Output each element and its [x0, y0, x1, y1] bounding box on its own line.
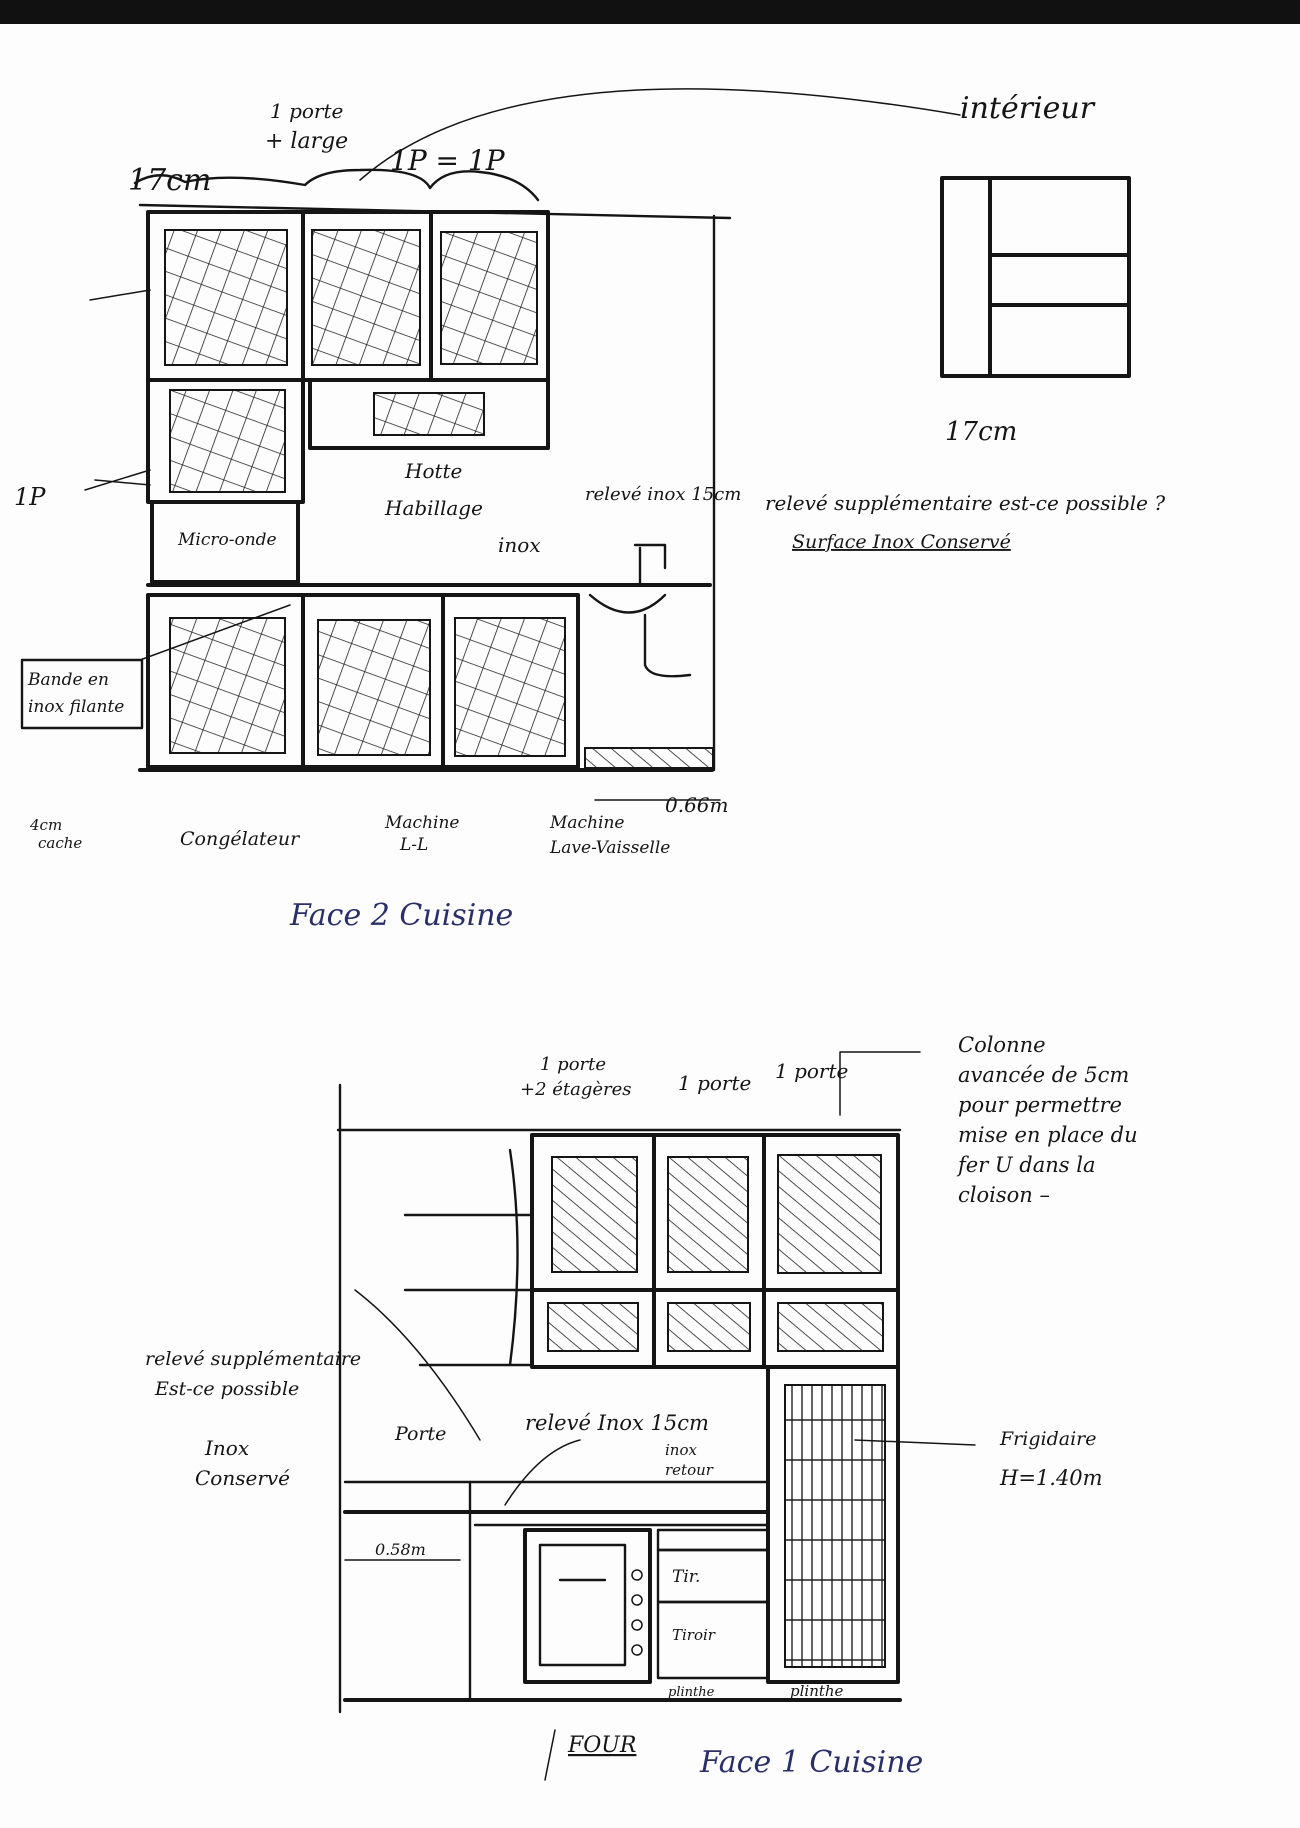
label-releve-supp-a: relevé supplémentaire: [145, 1348, 361, 1370]
sink-tap: [588, 543, 692, 678]
f1-shelf-lines: [403, 1148, 534, 1367]
band-label-box: [20, 658, 144, 730]
label-congelateur: Congélateur: [180, 828, 301, 850]
label-inox-retour-a: inox: [665, 1441, 697, 1459]
label-ll: L-L: [399, 835, 428, 855]
f1-base-lines: [468, 1480, 770, 1702]
face2-leaders: [84, 289, 291, 661]
label-4cm: 4cm: [29, 816, 62, 834]
label-1p-1p: 1P = 1P: [390, 144, 506, 177]
interior-shelves: [988, 176, 1131, 378]
hood-cabinet: [308, 378, 550, 450]
label-surface-inox: Surface Inox Conservé: [792, 531, 1011, 553]
label-1-porte-c: 1 porte: [775, 1059, 848, 1083]
drawer-large: [656, 1600, 770, 1680]
face1-wall-outline: [336, 1083, 902, 1714]
label-058m: 0.58m: [375, 1540, 426, 1559]
f1-leaders: [344, 1051, 976, 1561]
label-cache: cache: [38, 834, 82, 852]
svg-text:cloison –: cloison –: [958, 1183, 1050, 1207]
face2-top-brace: [133, 168, 540, 202]
face1-elevation: [336, 1051, 976, 1714]
label-plinthe-right: plinthe: [790, 1682, 844, 1700]
face1-title: Face 1 Cuisine: [699, 1745, 923, 1780]
svg-text:pour permettre: pour permettre: [958, 1093, 1122, 1117]
label-plinthe-left: plinthe: [668, 1685, 715, 1700]
label-tir: Tir.: [672, 1567, 700, 1587]
label-four: FOUR: [567, 1733, 636, 1758]
label-frigidaire: Frigidaire: [999, 1428, 1096, 1450]
face2-title: Face 2 Cuisine: [289, 898, 513, 933]
label-inox: inox: [498, 533, 541, 557]
label-hotte: Hotte: [404, 459, 462, 483]
label-1-porte: 1 porte: [270, 99, 343, 123]
scan-top-border: [0, 0, 1300, 24]
face2-labels: 17cm 1 porte + large 1P = 1P intérieur 1…: [14, 91, 1165, 933]
face2-elevation: [20, 88, 1131, 801]
svg-text:Colonne: Colonne: [958, 1033, 1046, 1057]
label-micro-onde: Micro-onde: [177, 530, 277, 550]
label-releve-inox: relevé inox 15cm: [585, 484, 741, 505]
label-2-etageres: +2 étagères: [520, 1079, 632, 1100]
label-1-porte-b: 1 porte: [678, 1071, 751, 1095]
label-17cm: 17cm: [128, 163, 211, 198]
label-releve-inox: relevé Inox 15cm: [525, 1411, 709, 1435]
label-bande-en: Bande en: [27, 670, 109, 690]
oven-leader: [544, 1729, 556, 1781]
label-1p: 1P: [14, 483, 46, 511]
label-066m: 0.66m: [665, 793, 729, 817]
label-plus-large: + large: [265, 129, 348, 154]
label-conserve: Conservé: [195, 1466, 290, 1490]
label-machine-lv: Machine: [549, 813, 624, 833]
oven: [523, 1528, 652, 1684]
svg-text:fer U dans la: fer U dans la: [956, 1153, 1095, 1177]
label-inox-retour-b: retour: [665, 1461, 714, 1479]
microwave-box: [150, 500, 300, 584]
svg-text:avancée de 5cm: avancée de 5cm: [958, 1063, 1129, 1087]
label-interior-17cm: 17cm: [945, 417, 1017, 447]
dishwasher-cabinet: [441, 593, 580, 769]
label-inox-filante: inox filante: [28, 697, 124, 717]
face1-labels: 1 porte +2 étagères 1 porte 1 porte Colo…: [145, 1033, 1138, 1781]
label-inox: Inox: [204, 1436, 249, 1460]
label-lave-vaisselle: Lave-Vaisselle: [549, 838, 670, 858]
label-tiroir: Tiroir: [672, 1626, 716, 1644]
label-releve-supp: relevé supplémentaire est-ce possible ?: [765, 491, 1165, 515]
label-interieur: intérieur: [960, 91, 1096, 126]
label-machine-ll: Machine: [384, 813, 459, 833]
interior-diagram: [940, 176, 1131, 378]
drawer-top: [656, 1528, 770, 1552]
face2-interior-arrow: [359, 88, 961, 181]
label-h140: H=1.40m: [999, 1466, 1103, 1490]
svg-text:mise en place du: mise en place du: [958, 1123, 1138, 1147]
label-porte: Porte: [394, 1423, 446, 1445]
column-note: Colonne avancée de 5cm pour permettre mi…: [956, 1033, 1138, 1207]
label-releve-supp-b: Est-ce possible: [154, 1378, 299, 1400]
label-1-porte-a: 1 porte: [540, 1054, 606, 1075]
oven-door: [538, 1543, 627, 1667]
label-habillage: Habillage: [384, 496, 483, 520]
